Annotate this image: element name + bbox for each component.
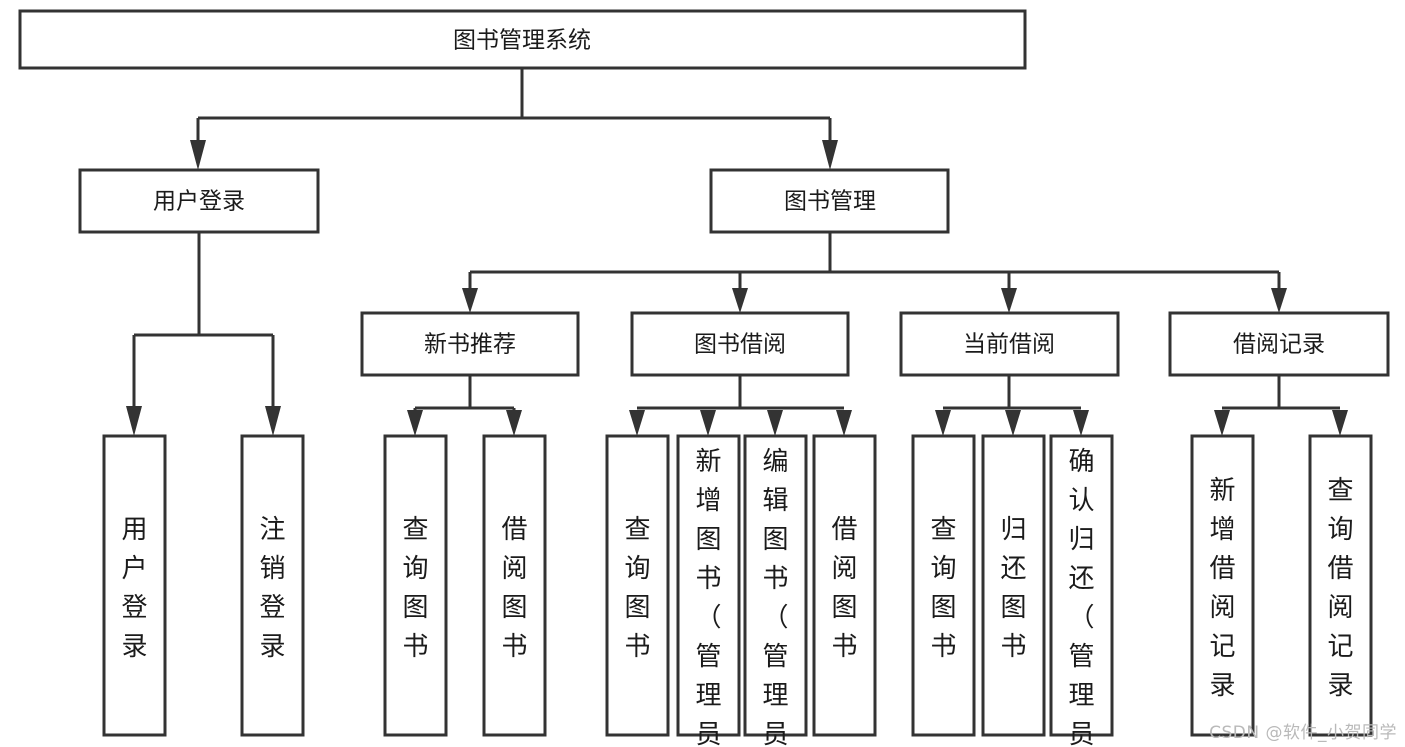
arrow-head-leaf-return-book [1005, 410, 1021, 436]
node-leaf-query-record-box[interactable] [1308, 434, 1373, 737]
node-book-management-label: 图书管理 [784, 189, 876, 215]
node-leaf-query-book-recommend-label: 查询图书 [402, 515, 428, 662]
node-leaf-borrow-book-recommend-label: 借阅图书 [501, 515, 527, 662]
arrow-head-current-borrow [1001, 288, 1017, 313]
node-book-borrow-label: 图书借阅 [694, 332, 786, 358]
node-user-login-label: 用户登录 [153, 189, 245, 215]
node-user-login[interactable]: 用户登录 [78, 168, 320, 234]
node-leaf-add-record[interactable]: 新增借阅记录 [1190, 434, 1255, 737]
node-current-borrow-label: 当前借阅 [963, 332, 1055, 358]
arrow-head-leaf-query-record [1332, 410, 1348, 436]
arrow-head-leaf-query-book [629, 410, 645, 436]
node-leaf-query-book-box[interactable] [605, 434, 670, 737]
node-leaf-borrow-book-recommend[interactable]: 借阅图书 [482, 434, 547, 737]
arrow-head-leaf-user-login [126, 406, 142, 436]
node-book-management-box[interactable] [709, 168, 950, 234]
node-leaf-query-book-current-label: 查询图书 [930, 515, 956, 662]
connector-borrow-record-to-leaves [1214, 375, 1348, 436]
arrow-head-book-management [822, 140, 838, 170]
arrow-head-leaf-borrow-book-recommend [506, 410, 522, 436]
node-leaf-borrow-book-recommend-box[interactable] [482, 434, 547, 737]
node-leaf-query-record[interactable]: 查询借阅记录 [1308, 434, 1373, 737]
node-leaf-add-record-label: 新增借阅记录 [1209, 476, 1235, 701]
paren-glyph: （ [695, 603, 721, 633]
node-book-borrow[interactable]: 图书借阅 [630, 311, 850, 377]
arrow-head-borrow-record [1271, 288, 1287, 313]
node-leaf-query-book[interactable]: 查询图书 [605, 434, 670, 737]
connector-current-borrow-to-leaves [935, 375, 1089, 436]
node-leaf-add-book-label: 新增图书（管理员） [695, 447, 721, 747]
leaf-node-layer: 用户登录 注销登录 查询图书 借阅图书 查询图书 新增图书（管理员） 编辑图书（管理员） 借阅… [102, 434, 1373, 747]
node-leaf-query-book-label: 查询图书 [624, 515, 650, 662]
node-leaf-borrow-book-box[interactable] [812, 434, 877, 737]
connector-user-login-to-leaves [126, 232, 281, 436]
node-leaf-borrow-book[interactable]: 借阅图书 [812, 434, 877, 737]
node-leaf-confirm-return[interactable]: 确认归还（管理员） [1049, 434, 1114, 747]
node-leaf-add-record-box[interactable] [1190, 434, 1255, 737]
node-leaf-borrow-book-label: 借阅图书 [831, 515, 857, 662]
arrow-head-leaf-borrow-book [836, 410, 852, 436]
node-new-book-recommend-box[interactable] [360, 311, 580, 377]
node-leaf-user-login-box[interactable] [102, 434, 167, 737]
node-new-book-recommend[interactable]: 新书推荐 [360, 311, 580, 377]
node-leaf-query-book-recommend[interactable]: 查询图书 [383, 434, 448, 737]
node-leaf-edit-book-label: 编辑图书（管理员） [762, 447, 788, 747]
node-leaf-edit-book[interactable]: 编辑图书（管理员） [743, 434, 808, 747]
connector-book-borrow-to-leaves [629, 375, 852, 436]
node-current-borrow-box[interactable] [899, 311, 1120, 377]
node-leaf-user-login-label: 用户登录 [121, 515, 147, 662]
node-leaf-logout[interactable]: 注销登录 [240, 434, 305, 737]
node-borrow-record[interactable]: 借阅记录 [1168, 311, 1390, 377]
node-leaf-return-book-box[interactable] [981, 434, 1046, 737]
node-new-book-recommend-label: 新书推荐 [424, 332, 516, 358]
node-borrow-record-box[interactable] [1168, 311, 1390, 377]
node-leaf-query-book-current[interactable]: 查询图书 [911, 434, 976, 737]
node-leaf-logout-label: 注销登录 [259, 515, 285, 662]
arrow-head-leaf-confirm-return [1073, 410, 1089, 436]
arrow-head-leaf-add-book [700, 410, 716, 436]
node-borrow-record-label: 借阅记录 [1233, 332, 1325, 358]
arrow-head-user-login [190, 140, 206, 170]
node-leaf-query-record-label: 查询借阅记录 [1327, 476, 1353, 701]
node-leaf-return-book-label: 归还图书 [1000, 515, 1026, 662]
node-leaf-query-book-recommend-box[interactable] [383, 434, 448, 737]
connector-root-to-level2 [190, 68, 838, 170]
arrow-head-leaf-query-book-recommend [407, 410, 423, 436]
node-root[interactable]: 图书管理系统 [18, 9, 1027, 70]
node-leaf-user-login[interactable]: 用户登录 [102, 434, 167, 737]
node-leaf-confirm-return-box[interactable] [1049, 434, 1114, 737]
node-leaf-confirm-return-label: 确认归还（管理员） [1068, 447, 1094, 747]
arrow-head-new-book-recommend [462, 288, 478, 313]
node-leaf-add-book[interactable]: 新增图书（管理员） [676, 434, 741, 747]
connector-book-management-to-level3 [462, 232, 1287, 313]
arrow-head-leaf-add-record [1214, 410, 1230, 436]
node-book-management[interactable]: 图书管理 [709, 168, 950, 234]
node-user-login-box[interactable] [78, 168, 320, 234]
paren-glyph: （ [762, 603, 788, 633]
arrow-head-leaf-logout [265, 406, 281, 436]
arrow-head-book-borrow [732, 288, 748, 313]
node-root-box[interactable] [18, 9, 1027, 70]
node-book-borrow-box[interactable] [630, 311, 850, 377]
paren-glyph: （ [1068, 603, 1094, 633]
node-leaf-logout-box[interactable] [240, 434, 305, 737]
connector-new-book-recommend-to-leaves [407, 375, 522, 436]
node-current-borrow[interactable]: 当前借阅 [899, 311, 1120, 377]
node-leaf-add-book-box[interactable] [676, 434, 741, 737]
node-root-label: 图书管理系统 [453, 28, 591, 54]
arrow-head-leaf-edit-book [767, 410, 783, 436]
node-leaf-query-book-current-box[interactable] [911, 434, 976, 737]
node-leaf-edit-book-box[interactable] [743, 434, 808, 737]
node-leaf-return-book[interactable]: 归还图书 [981, 434, 1046, 737]
arrow-head-leaf-query-book-current [935, 410, 951, 436]
